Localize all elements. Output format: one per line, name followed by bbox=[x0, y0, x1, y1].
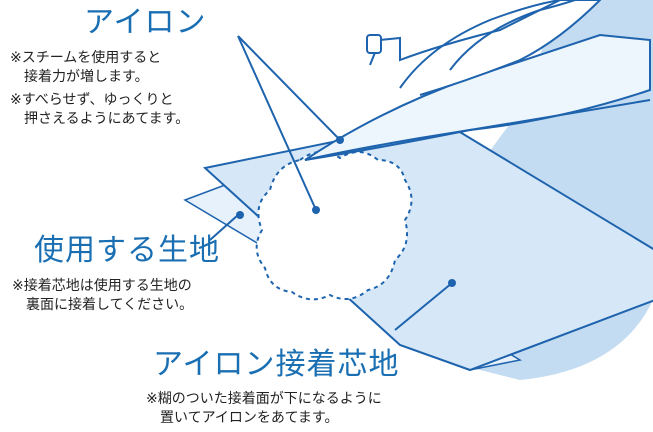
iron-dot bbox=[336, 136, 344, 144]
iron-leader-line-2 bbox=[237, 35, 317, 211]
interfacing-note-1: ※糊のついた接着面が下になるように bbox=[146, 391, 382, 407]
fabric-dot bbox=[236, 211, 244, 219]
iron-note-2: 接着力が増します。 bbox=[10, 69, 149, 85]
fabric-title: 使用する生地 bbox=[34, 233, 220, 268]
fabric-note-2: 裏面に接着してください。 bbox=[12, 297, 194, 313]
fabric-dot-iron bbox=[312, 206, 320, 214]
iron-note-4: 押さえるようにあてます。 bbox=[10, 111, 190, 127]
iron-note-3: ※すべらせず、ゆっくりと bbox=[10, 92, 174, 108]
iron-illustration bbox=[304, 0, 651, 161]
iron-title: アイロン bbox=[84, 5, 207, 40]
iron-leader-line-1 bbox=[237, 35, 341, 141]
iron-note-1: ※スチームを使用すると bbox=[10, 50, 162, 66]
interfacing-shape-outline bbox=[255, 151, 413, 301]
fabric-note-1: ※接着芯地は使用する生地の bbox=[12, 278, 192, 294]
interfacing-leader-line bbox=[394, 282, 453, 331]
interfacing-note-2: 置いてアイロンをあてます。 bbox=[146, 410, 339, 426]
interfacing-dot bbox=[448, 279, 456, 287]
interfacing-title: アイロン接着芯地 bbox=[153, 347, 400, 382]
fabric-leader-line bbox=[209, 214, 239, 241]
